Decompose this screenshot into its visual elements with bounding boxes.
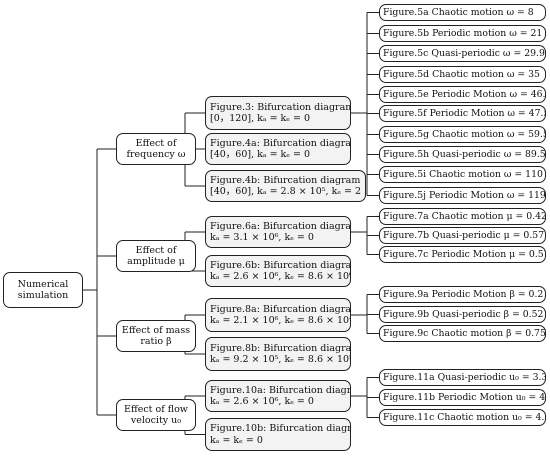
- diagram-node-fig10b: Figure.10b: Bifurcation diagram kₐ = kₑ …: [205, 418, 351, 451]
- result-node-fig5j: Figure.5j Periodic Motion ω = 119: [379, 187, 546, 204]
- category-line-1: Effect of: [135, 244, 177, 256]
- category-frequency: Effect of frequency ω: [116, 133, 196, 165]
- diagram-params: kₐ = kₑ = 0: [210, 434, 263, 446]
- result-node-fig9c: Figure.9c Chaotic motion β = 0.752: [379, 325, 546, 342]
- result-label: Figure.11b Periodic Motion u₀ = 4.018: [383, 391, 546, 403]
- result-node-fig7a: Figure.7a Chaotic motion μ = 0.426: [379, 208, 546, 225]
- diagram-node-fig8a: Figure.8a: Bifurcation diagram kₐ = 2.1 …: [205, 298, 351, 332]
- result-node-fig7c: Figure.7c Periodic Motion μ = 0.576: [379, 246, 546, 263]
- diagram-title: Figure.10a: Bifurcation diagram: [210, 384, 351, 396]
- result-label: Figure.9b Quasi-periodic β = 0.521: [383, 308, 546, 320]
- result-label: Figure.5a Chaotic motion ω = 8: [383, 6, 534, 18]
- result-label: Figure.5c Quasi-periodic ω = 29.9: [383, 47, 545, 59]
- category-flow-velocity: Effect of flow velocity u₀: [116, 399, 196, 431]
- category-mass-ratio: Effect of mass ratio β: [116, 320, 196, 352]
- result-node-fig5i: Figure.5i Chaotic motion ω = 110: [379, 166, 546, 183]
- diagram-node-fig6b: Figure.6b: Bifurcation diagram kₐ = 2.6 …: [205, 255, 351, 287]
- result-label: Figure.5b Periodic motion ω = 21: [383, 27, 543, 39]
- result-label: Figure.5g Chaotic motion ω = 59.5: [383, 128, 546, 140]
- diagram-node-fig3: Figure.3: Bifurcation diagram [0，120], k…: [205, 96, 351, 130]
- result-label: Figure.5d Chaotic motion ω = 35: [383, 68, 540, 80]
- result-node-fig11b: Figure.11b Periodic Motion u₀ = 4.018: [379, 389, 546, 406]
- result-label: Figure.9a Periodic Motion β = 0.218: [383, 288, 546, 300]
- diagram-params: [40，60], kₐ = 2.8 × 10⁵, kₑ = 2 × 10⁵: [210, 186, 365, 197]
- result-node-fig11a: Figure.11a Quasi-periodic u₀ = 3.384: [379, 369, 546, 386]
- result-node-fig5e: Figure.5e Periodic Motion ω = 46.35: [379, 86, 546, 103]
- diagram-title: Figure.8b: Bifurcation diagram: [210, 342, 351, 354]
- result-node-fig7b: Figure.7b Quasi-periodic μ = 0.571: [379, 227, 546, 244]
- result-node-fig5f: Figure.5f Periodic Motion ω = 47.5: [379, 105, 546, 122]
- diagram-title: Figure.8a: Bifurcation diagram: [210, 303, 351, 315]
- diagram-node-fig6a: Figure.6a: Bifurcation diagram kₐ = 3.1 …: [205, 216, 351, 248]
- result-label: Figure.7b Quasi-periodic μ = 0.571: [383, 229, 546, 241]
- result-label: Figure.5j Periodic Motion ω = 119: [383, 189, 546, 201]
- result-label: Figure.11a Quasi-periodic u₀ = 3.384: [383, 371, 546, 383]
- result-label: Figure.5e Periodic Motion ω = 46.35: [383, 88, 546, 100]
- result-label: Figure.5i Chaotic motion ω = 110: [383, 168, 543, 180]
- result-node-fig5b: Figure.5b Periodic motion ω = 21: [379, 25, 546, 42]
- result-node-fig5a: Figure.5a Chaotic motion ω = 8: [379, 4, 546, 21]
- result-label: Figure.7a Chaotic motion μ = 0.426: [383, 210, 546, 222]
- category-amplitude: Effect of amplitude μ: [116, 240, 196, 272]
- category-line-1: Effect of flow: [124, 403, 188, 415]
- category-line-2: amplitude μ: [127, 256, 185, 267]
- diagram-params: kₐ = 2.6 × 10⁶, kₑ = 8.6 × 10⁶: [210, 271, 351, 282]
- diagram-title: Figure.6a: Bifurcation diagram: [210, 220, 351, 232]
- diagram-title: Figure.6b: Bifurcation diagram: [210, 259, 351, 271]
- diagram-params: kₐ = 3.1 × 10⁶, kₑ = 0: [210, 232, 314, 243]
- result-node-fig9b: Figure.9b Quasi-periodic β = 0.521: [379, 306, 546, 323]
- category-line-1: Effect of: [135, 137, 177, 149]
- result-label: Figure.11c Chaotic motion u₀ = 4.386: [383, 411, 546, 423]
- root-node: Numerical simulation: [3, 272, 83, 308]
- result-label: Figure.5h Quasi-periodic ω = 89.5: [383, 148, 546, 160]
- diagram-node-fig4a: Figure.4a: Bifurcation diagram [40，60], …: [205, 133, 351, 165]
- diagram-params: [40，60], kₐ = kₑ = 0: [210, 149, 311, 160]
- diagram-params: kₐ = 2.6 × 10⁶, kₑ = 0: [210, 396, 314, 407]
- diagram-title: Figure.3: Bifurcation diagram: [210, 101, 351, 113]
- diagram-params: kₐ = 9.2 × 10⁵, kₑ = 8.6 × 10⁵: [210, 354, 351, 365]
- category-line-2: velocity u₀: [130, 415, 182, 426]
- result-label: Figure.9c Chaotic motion β = 0.752: [383, 327, 546, 339]
- diagram-params: [0，120], kₐ = kₑ = 0: [210, 113, 311, 124]
- result-node-fig5g: Figure.5g Chaotic motion ω = 59.5: [379, 126, 546, 143]
- diagram-node-fig4b: Figure.4b: Bifurcation diagram [40，60], …: [205, 170, 366, 202]
- root-line-1: Numerical: [17, 278, 69, 290]
- category-line-2: frequency ω: [126, 149, 186, 160]
- diagram-title: Figure.4b: Bifurcation diagram: [210, 174, 361, 186]
- diagram-title: Figure.10b: Bifurcation diagram: [210, 423, 351, 435]
- result-node-fig5d: Figure.5d Chaotic motion ω = 35: [379, 66, 546, 83]
- diagram-params: kₐ = 2.1 × 10⁶, kₑ = 8.6 × 10⁴: [210, 315, 351, 326]
- result-node-fig5c: Figure.5c Quasi-periodic ω = 29.9: [379, 45, 546, 62]
- diagram-title: Figure.4a: Bifurcation diagram: [210, 137, 351, 149]
- result-label: Figure.7c Periodic Motion μ = 0.576: [383, 248, 546, 260]
- result-label: Figure.5f Periodic Motion ω = 47.5: [383, 107, 546, 119]
- result-node-fig11c: Figure.11c Chaotic motion u₀ = 4.386: [379, 409, 546, 426]
- diagram-node-fig10a: Figure.10a: Bifurcation diagram kₐ = 2.6…: [205, 380, 351, 412]
- category-line-2: ratio β: [140, 336, 172, 347]
- result-node-fig9a: Figure.9a Periodic Motion β = 0.218: [379, 286, 546, 303]
- result-node-fig5h: Figure.5h Quasi-periodic ω = 89.5: [379, 146, 546, 163]
- root-line-2: simulation: [17, 290, 69, 301]
- category-line-1: Effect of mass: [121, 324, 191, 336]
- diagram-node-fig8b: Figure.8b: Bifurcation diagram kₐ = 9.2 …: [205, 337, 351, 371]
